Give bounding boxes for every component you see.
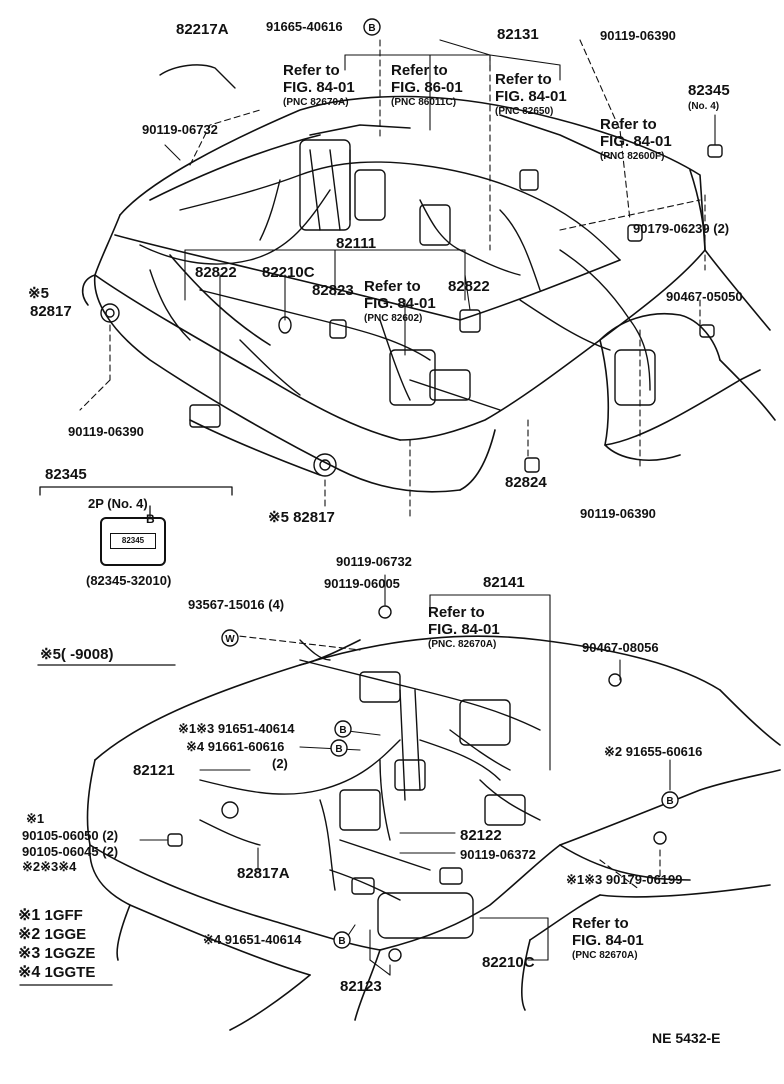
- part-90119-06390-left: 90119-06390: [68, 424, 144, 439]
- relay-terminal-label: 82345: [110, 533, 156, 549]
- part-90105-06050: 90105-06050 (2): [22, 828, 119, 843]
- part-91651-40614-a: ※1※3 91651-40614: [178, 721, 295, 736]
- legend-code-4: 1GGTE: [44, 964, 96, 981]
- detail-82345-bracket: [39, 486, 233, 518]
- ref2-line2: FIG. 86-01: [391, 79, 463, 96]
- part-90105-06045: 90105-06045 (2): [22, 844, 119, 859]
- note-mark234: ※2※3※4: [22, 859, 77, 874]
- part-90467-08056: 90467-08056: [582, 640, 659, 655]
- ref1-line1: Refer to: [283, 62, 340, 79]
- part-90467-05050: 90467-05050: [666, 289, 743, 304]
- legend-code-3: 1GGZE: [44, 945, 96, 962]
- part-90119-06732-top: 90119-06732: [142, 122, 218, 137]
- ref5-line2: FIG. 84-01: [364, 295, 436, 312]
- ref6-line1: Refer to: [428, 604, 485, 621]
- part-93567-15016: 93567-15016 (4): [188, 597, 285, 612]
- ref4-line1: Refer to: [600, 116, 657, 133]
- legend-row-3: ※3 1GGZE: [18, 943, 95, 963]
- ref3-line1: Refer to: [495, 71, 552, 88]
- part-91661-60616-qty: (2): [272, 756, 288, 771]
- ref7-line3: (PNC 82670A): [572, 950, 638, 961]
- lower-harness: [199, 639, 541, 901]
- part-82210C-top: 82210C: [262, 264, 315, 281]
- legend-code-2: 1GGE: [44, 926, 87, 943]
- legend-mark-1: ※1: [18, 907, 41, 924]
- part-91651-40614-b: ※4 91651-40614: [203, 932, 302, 947]
- part-90119-06372: 90119-06372: [460, 847, 536, 862]
- detail-82345-32010: (82345-32010): [86, 573, 172, 588]
- relay-82345-detail: 82345: [100, 517, 166, 566]
- detail-82345-title: 82345: [45, 466, 87, 483]
- ref4-line2: FIG. 84-01: [600, 133, 672, 150]
- part-82817-left: 82817: [30, 303, 72, 320]
- part-82121: 82121: [133, 762, 175, 779]
- part-82823: 82823: [312, 282, 354, 299]
- part-82822-left: 82822: [195, 264, 237, 281]
- part-82824: 82824: [505, 474, 547, 491]
- symbol-b-top: B: [368, 23, 375, 34]
- ref3-line2: FIG. 84-01: [495, 88, 567, 105]
- legend-mark-4: ※4: [18, 964, 41, 981]
- ref2-line1: Refer to: [391, 62, 448, 79]
- part-82123: 82123: [340, 978, 382, 995]
- ref7-line2: FIG. 84-01: [572, 932, 644, 949]
- ref5-line3: (PNC 82602): [364, 313, 423, 324]
- relay-pin-label: B: [146, 512, 155, 526]
- symbol-w: W: [225, 634, 235, 645]
- ref5-line1: Refer to: [364, 278, 421, 295]
- part-90119-06005: 90119-06005: [324, 576, 400, 591]
- part-82217A: 82217A: [176, 21, 229, 38]
- symbol-b-1: B: [339, 725, 346, 736]
- upper-connectors: [100, 64, 723, 477]
- ref3-line3: (PNC 82650): [495, 106, 554, 117]
- ref6-line3: (PNC. 82670A): [428, 639, 497, 650]
- part-82817-mid: ※5 82817: [268, 509, 335, 526]
- symbol-b-2: B: [335, 744, 342, 755]
- symbol-letters: B W B B B B: [225, 23, 673, 947]
- legend-mark-2: ※2: [18, 926, 41, 943]
- symbol-b-4: B: [338, 936, 345, 947]
- part-82131: 82131: [497, 26, 539, 43]
- note-mark5-range: ※5( -9008): [40, 646, 114, 663]
- part-82122: 82122: [460, 827, 502, 844]
- upper-leader-lines: [79, 39, 716, 521]
- part-82210C-bottom: 82210C: [482, 954, 535, 971]
- ref6-line2: FIG. 84-01: [428, 621, 500, 638]
- legend-row-4: ※4 1GGTE: [18, 962, 95, 982]
- part-82111: 82111: [336, 235, 377, 252]
- legend-row-1: ※1 1GFF: [18, 905, 83, 925]
- part-90179-06199: ※1※3 90179-06199: [566, 872, 683, 887]
- ref4-line3: (PNC 82600F): [600, 151, 665, 162]
- lower-connectors: [167, 605, 667, 962]
- lower-vehicle-body: [86, 635, 781, 1031]
- symbol-b-3: B: [666, 796, 673, 807]
- part-90119-06732-mid: 90119-06732: [336, 554, 412, 569]
- ref1-line2: FIG. 84-01: [283, 79, 355, 96]
- part-82817A: 82817A: [237, 865, 290, 882]
- lower-leader-lines: [139, 574, 671, 976]
- ref2-line3: (PNC 86011C): [391, 97, 457, 108]
- ref7-line1: Refer to: [572, 915, 629, 932]
- legend-code-1: 1GFF: [44, 907, 83, 924]
- symbol-circles: [221, 18, 679, 949]
- part-82345-top: 82345: [688, 82, 730, 99]
- part-91655-60616: ※2 91655-60616: [604, 744, 703, 759]
- detail-2p-no4: 2P (No. 4): [88, 496, 148, 511]
- note-mark5-left: ※5: [28, 285, 49, 302]
- part-82345-top-sub: (No. 4): [688, 101, 720, 112]
- part-82822-right: 82822: [448, 278, 490, 295]
- part-90119-06390-right: 90119-06390: [580, 506, 656, 521]
- ref1-line3: (PNC 82670A): [283, 97, 349, 108]
- figure-id: NE 5432-E: [652, 1030, 721, 1046]
- part-90179-06239: 90179-06239 (2): [633, 221, 730, 236]
- part-91661-60616: ※4 91661-60616: [186, 739, 285, 754]
- part-82141: 82141: [483, 574, 525, 591]
- part-91665-40616: 91665-40616: [266, 19, 343, 34]
- note-mark1-left: ※1: [26, 811, 45, 826]
- legend-mark-3: ※3: [18, 945, 41, 962]
- legend-row-2: ※2 1GGE: [18, 924, 86, 944]
- part-90119-06390-top: 90119-06390: [600, 28, 676, 43]
